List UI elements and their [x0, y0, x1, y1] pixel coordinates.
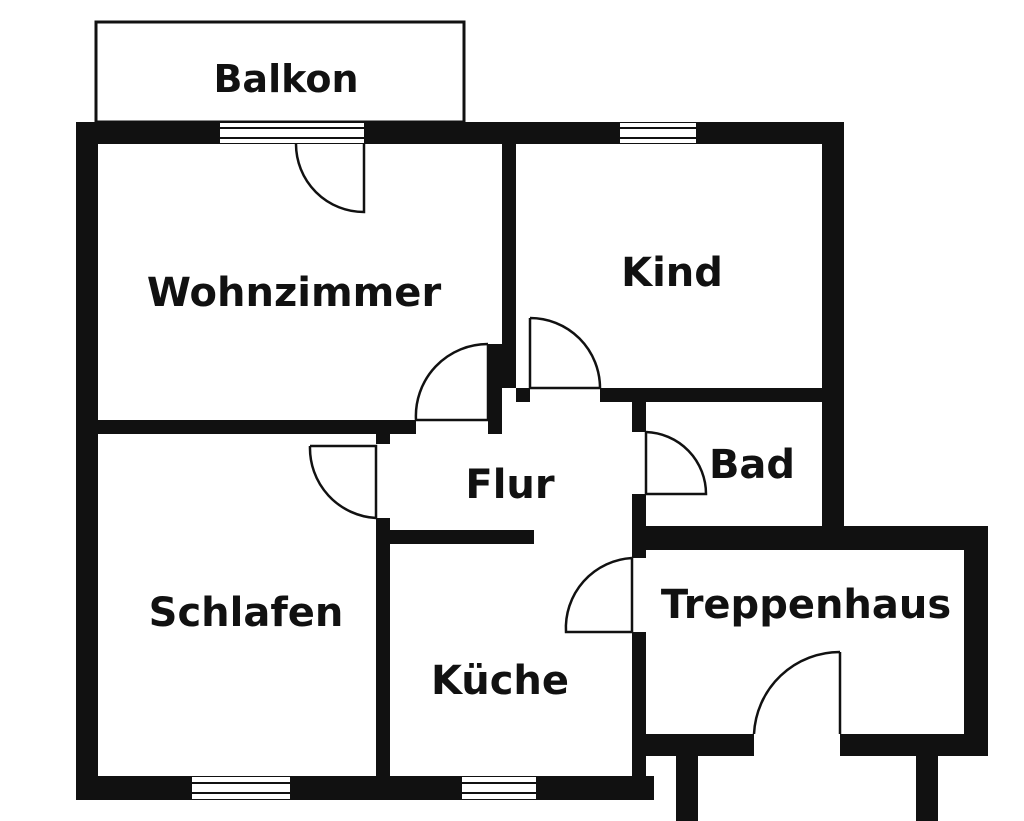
window-schlafen	[192, 777, 290, 799]
door-bad	[644, 430, 708, 496]
label-kueche: Küche	[431, 658, 569, 704]
label-treppenhaus: Treppenhaus	[661, 582, 951, 628]
door-wohnzimmer	[414, 342, 490, 422]
door-balkon	[294, 143, 366, 214]
door-kind	[528, 316, 602, 390]
label-kind: Kind	[621, 250, 723, 296]
window-kind	[620, 123, 696, 143]
door-treppenhaus	[564, 556, 634, 634]
label-bad: Bad	[709, 442, 795, 488]
door-schlafen	[308, 444, 378, 520]
windows	[192, 123, 696, 799]
window-wohnzimmer	[220, 123, 364, 143]
room-labels: Balkon Wohnzimmer Kind Flur Bad Schlafen…	[147, 57, 951, 704]
label-schlafen: Schlafen	[149, 590, 344, 636]
window-kueche	[462, 777, 536, 799]
interior-walls	[98, 144, 844, 800]
doors	[294, 143, 842, 735]
label-balkon: Balkon	[213, 57, 358, 101]
label-wohnzimmer: Wohnzimmer	[147, 270, 442, 316]
door-entry	[752, 650, 842, 735]
label-flur: Flur	[465, 462, 555, 508]
